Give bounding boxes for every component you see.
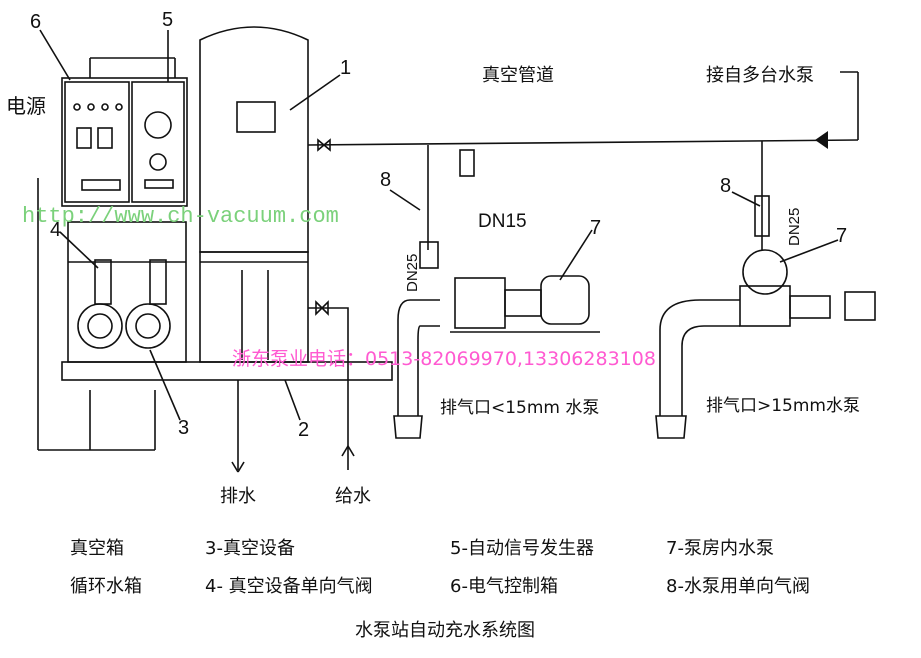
- vacuum-pipe-label: 真空管道: [482, 65, 554, 86]
- watermark-phone: 浙东泵业电话：0513-82069970,13306283108: [232, 348, 656, 370]
- callout-5: 5: [162, 9, 174, 31]
- callout-6: 6: [30, 11, 42, 33]
- legend-item-4: 4- 真空设备单向气阀: [205, 576, 373, 597]
- callout-1: 1: [340, 57, 352, 79]
- callout-leaders: [39, 29, 839, 421]
- drain-line: [231, 380, 245, 473]
- callout-8-right: 8: [720, 175, 732, 197]
- callout-7-right: 7: [836, 225, 848, 247]
- dimension-lines: [37, 57, 176, 451]
- dn15-label: DN15: [478, 211, 527, 232]
- legend-item-3: 3-真空设备: [205, 538, 295, 559]
- diagram-title: 水泵站自动充水系统图: [355, 620, 535, 641]
- legend-item-5: 5-自动信号发生器: [450, 538, 594, 559]
- dn25-right-label: DN25: [786, 207, 803, 246]
- legend-item-1: 真空箱: [70, 538, 124, 559]
- vacuum-pipeline: [307, 71, 859, 250]
- watermark-url: http://www.ch-vacuum.com: [22, 204, 339, 229]
- water-pump-large: [655, 195, 876, 439]
- legend-item-8: 8-水泵用单向气阀: [666, 576, 810, 597]
- large-outlet-pump-label: 排气口>15mm水泵: [706, 396, 860, 416]
- vacuum-tank: [199, 26, 309, 253]
- water-pump-small: [393, 149, 600, 439]
- supply-label: 给水: [335, 486, 371, 507]
- power-label: 电源: [6, 94, 46, 118]
- legend-item-7: 7-泵房内水泵: [666, 538, 774, 559]
- callout-8-left: 8: [380, 169, 392, 191]
- dn25-left-label: DN25: [404, 253, 421, 292]
- legend-item-2: 循环水箱: [70, 576, 142, 597]
- drain-label: 排水: [220, 486, 256, 507]
- callout-7-left: 7: [590, 217, 602, 239]
- from-pumps-label: 接自多台水泵: [706, 65, 814, 86]
- electrical-control-box: [61, 77, 188, 207]
- legend-item-6: 6-电气控制箱: [450, 576, 558, 597]
- supply-line: [308, 300, 355, 470]
- vacuum-pump-right: [125, 259, 171, 349]
- small-outlet-pump-label: 排气口<15mm 水泵: [440, 398, 600, 418]
- callout-2: 2: [298, 419, 310, 441]
- circulation-tank: [199, 251, 309, 363]
- callout-4: 4: [50, 219, 62, 241]
- callout-3: 3: [178, 417, 190, 439]
- vacuum-pump-left: [77, 259, 123, 349]
